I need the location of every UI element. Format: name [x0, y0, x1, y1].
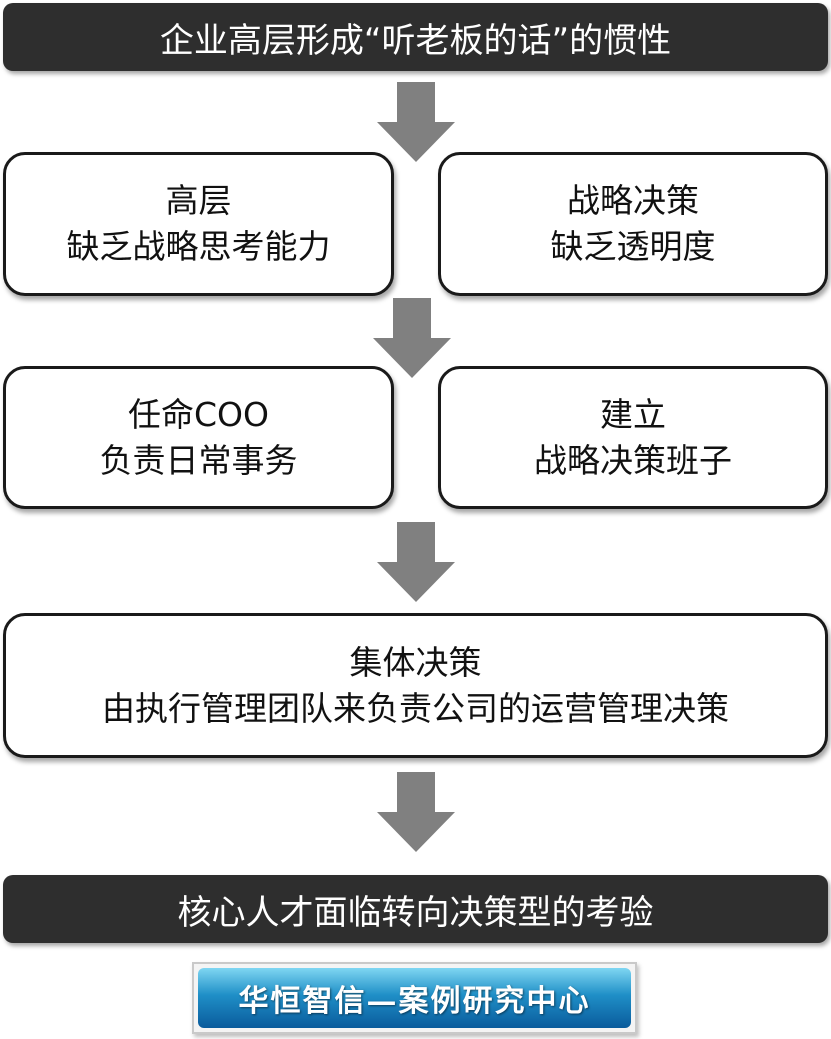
action-box-right: 建立 战略决策班子 — [438, 366, 828, 509]
result-line1: 集体决策 — [349, 642, 482, 682]
problem-box-left: 高层 缺乏战略思考能力 — [3, 152, 394, 296]
bottom-banner-text: 核心人才面临转向决策型的考验 — [177, 892, 654, 933]
problem-right-line2: 缺乏透明度 — [550, 227, 716, 266]
top-banner: 企业高层形成“听老板的话”的惯性 — [3, 3, 828, 71]
down-arrow-icon — [373, 298, 451, 378]
problem-box-right: 战略决策 缺乏透明度 — [438, 152, 828, 296]
down-arrow-icon — [377, 772, 455, 852]
bottom-banner: 核心人才面临转向决策型的考验 — [3, 875, 828, 943]
action-left-line2: 负责日常事务 — [99, 440, 298, 480]
down-arrow-icon — [377, 522, 455, 602]
action-box-left: 任命COO 负责日常事务 — [3, 366, 394, 509]
footer-badge-inner: 华恒智信—案例研究中心 — [198, 968, 631, 1028]
footer-label: 华恒智信—案例研究中心 — [238, 984, 591, 1019]
result-line2: 由执行管理团队来负责公司的运营管理决策 — [102, 688, 729, 728]
top-banner-text: 企业高层形成“听老板的话”的惯性 — [159, 20, 672, 61]
action-right-line1: 建立 — [600, 394, 666, 434]
action-left-line1: 任命COO — [128, 394, 269, 434]
action-right-line2: 战略决策班子 — [534, 440, 732, 480]
problem-left-line2: 缺乏战略思考能力 — [66, 227, 331, 266]
footer-badge: 华恒智信—案例研究中心 — [192, 962, 637, 1034]
problem-right-line1: 战略决策 — [567, 181, 699, 220]
problem-left-line1: 高层 — [165, 181, 232, 220]
down-arrow-icon — [377, 82, 455, 162]
result-box: 集体决策 由执行管理团队来负责公司的运营管理决策 — [3, 613, 828, 758]
